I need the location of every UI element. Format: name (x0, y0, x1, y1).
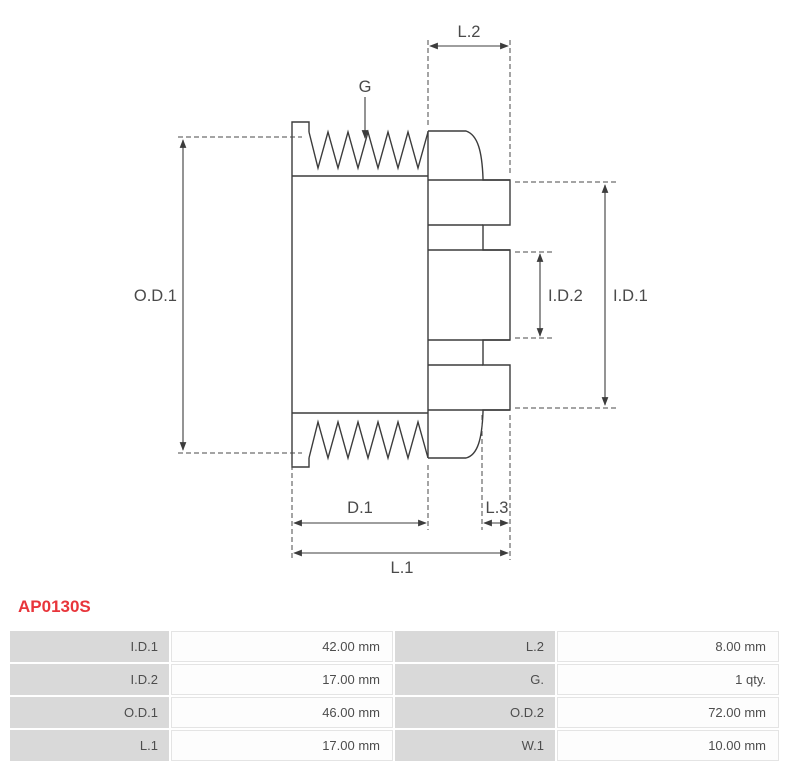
spec-value: 8.00 mm (557, 631, 779, 662)
spec-label: L.1 (10, 730, 169, 761)
pulley-drawing-svg: O.D.1 G L.2 I.D.2 I.D.1 D.1 L.3 L.1 (134, 23, 648, 577)
extension-lines (178, 40, 616, 560)
spec-value: 42.00 mm (171, 631, 393, 662)
spec-value: 17.00 mm (171, 664, 393, 695)
spec-label: O.D.2 (395, 697, 555, 728)
spec-label: O.D.1 (10, 697, 169, 728)
dimension-labels: O.D.1 G L.2 I.D.2 I.D.1 D.1 L.3 L.1 (134, 23, 648, 577)
spec-label: I.D.1 (10, 631, 169, 662)
dim-label-l1: L.1 (391, 559, 414, 577)
dim-label-l3: L.3 (486, 499, 509, 517)
spec-value: 46.00 mm (171, 697, 393, 728)
dimension-lines (179, 42, 609, 557)
dim-label-g: G (359, 78, 372, 96)
pulley-outline (291, 121, 511, 468)
spec-label: L.2 (395, 631, 555, 662)
spec-label: W.1 (395, 730, 555, 761)
spec-value: 1 qty. (557, 664, 779, 695)
dim-label-od1: O.D.1 (134, 287, 177, 305)
dim-label-id2: I.D.2 (548, 287, 583, 305)
spec-value: 17.00 mm (171, 730, 393, 761)
spec-value: 10.00 mm (557, 730, 779, 761)
spec-label: I.D.2 (10, 664, 169, 695)
dim-label-l2: L.2 (458, 23, 481, 41)
part-number: AP0130S (18, 597, 91, 616)
dim-label-id1: I.D.1 (613, 287, 648, 305)
spec-label: G. (395, 664, 555, 695)
dim-label-d1: D.1 (347, 499, 373, 517)
spec-value: 72.00 mm (557, 697, 779, 728)
pulley-technical-drawing: O.D.1 G L.2 I.D.2 I.D.1 D.1 L.3 L.1 (134, 23, 648, 577)
